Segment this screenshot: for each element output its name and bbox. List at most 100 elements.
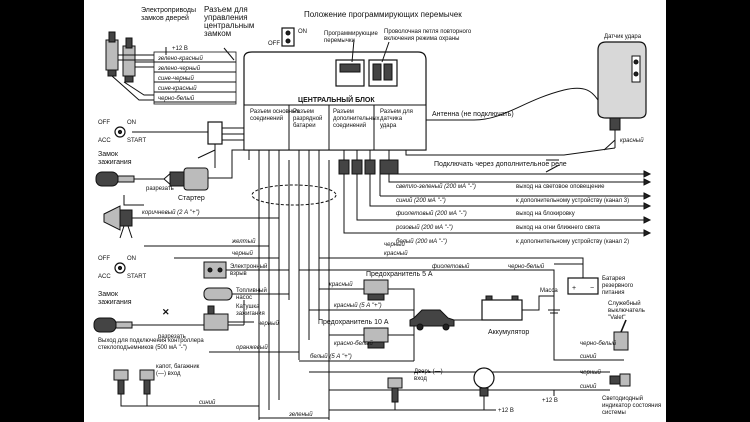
car-icon [409, 309, 455, 331]
svg-text:OFF: OFF [268, 41, 280, 47]
fuse-5a-label: Предохранитель 5 А [366, 271, 433, 278]
red-white-wire-label: красно-белый [334, 340, 373, 347]
svg-text:ON: ON [127, 120, 136, 126]
output-5-target: к дополнительному устройству (канал 2) [516, 238, 629, 245]
fuse-5a-red-label: красный [329, 281, 353, 288]
starter [169, 167, 209, 191]
output-2-target: к дополнительному устройству (канал 3) [516, 197, 629, 204]
door-actuator-right [122, 37, 136, 83]
lamp [473, 367, 495, 397]
svg-text:START: START [127, 138, 146, 144]
main-battery [481, 295, 523, 321]
central-lock-wires: зелено-красный зелено-черный сине-черный… [153, 51, 237, 105]
fuse-10a [363, 327, 389, 349]
svg-text:OFF: OFF [98, 120, 110, 126]
starter-label: Стартер [178, 195, 205, 202]
yellow-wire-label: желтый [231, 238, 256, 245]
black-white-wire-label: черно-белый [508, 263, 545, 270]
valet-switch [613, 319, 629, 351]
elec-fuse [203, 261, 227, 279]
green-wire-label: зеленый [288, 411, 313, 418]
jumper-symbol: ON OFF [268, 27, 307, 47]
output-connectors [338, 159, 399, 175]
output-5-wire: белый (200 мА "-") [396, 238, 447, 245]
cut-top-label: разрезать [146, 186, 174, 192]
svg-text:OFF: OFF [98, 256, 110, 262]
svg-text:ACC: ACC [98, 274, 111, 280]
plus12-bottom2-label: +12 В [542, 398, 558, 404]
shock-sensor-wire-label: красный [620, 137, 644, 144]
fuel-pump [203, 287, 233, 301]
cut-bottom-label: разрезать [158, 334, 186, 340]
door-switch [387, 377, 403, 403]
fuse-5a [363, 279, 389, 301]
output-3-wire: фиолетовый (200 мА "-") [396, 210, 467, 217]
battery-label: Аккумулятор [488, 329, 529, 336]
white-5a-wire-label: белый (5 А "+") [310, 353, 352, 360]
svg-text:сине-черный: сине-черный [158, 75, 194, 82]
black-wire-label: черный [232, 250, 253, 257]
door-input-label: Дверь (—)вход [414, 369, 443, 382]
orange-wire-label: оранжевый [236, 344, 268, 351]
black-backup-wire-label: черный [384, 241, 405, 248]
svg-text:черно-белый: черно-белый [158, 95, 195, 102]
black-coil-wire-label: черный [258, 320, 279, 327]
shock-sensor [597, 41, 647, 131]
output-lines [343, 170, 652, 237]
fuse-10a-label: Предохранитель 10 А [318, 319, 389, 326]
central-block-label: ЦЕНТРАЛЬНЫЙ БЛОК [298, 95, 375, 104]
plus12-top-label: +12 В [172, 46, 188, 52]
output-4-wire: розовый (200 мА "-") [395, 224, 453, 231]
jumper-position-label: Положение программирующих перемычек [304, 10, 462, 19]
svg-text:START: START [127, 274, 146, 280]
output-2-wire: синий (200 мА "-") [396, 197, 446, 204]
hood-trunk-label: капот, багажник(—) вход [156, 364, 200, 377]
hood-trunk-switches [113, 369, 155, 395]
led-wire-2-label: синий [580, 383, 597, 390]
red-backup-wire-label: красный [384, 250, 408, 257]
mass-label: Масса [540, 288, 558, 294]
backup-battery: + − [567, 277, 599, 295]
siren [103, 205, 133, 239]
output-1-wire: светло-зеленый (200 мА "-") [396, 183, 476, 190]
svg-text:+: + [572, 285, 576, 292]
door-actuator-left [105, 31, 119, 77]
svg-text:зелено-черный: зелено-черный [157, 65, 201, 72]
output-1-target: выход на световое оповещение [516, 184, 605, 190]
blue-wire-label: синий [199, 399, 216, 406]
shock-sensor-label: Датчик удара [604, 34, 642, 40]
output-4-target: выход на огни ближнего света [516, 225, 601, 231]
cut-x-mark: ✕ [162, 307, 170, 317]
svg-text:зелено-красный: зелено-красный [157, 55, 203, 62]
ignition-switch-bottom: OFF ON ACC START [98, 256, 146, 280]
relay-note: Подключать через дополнительное реле [434, 161, 567, 168]
violet-wire-label: фиолетовый [432, 263, 470, 270]
ignition-switch-top-key [95, 171, 135, 187]
svg-text:сине-красный: сине-красный [158, 85, 197, 92]
svg-text:ACC: ACC [98, 138, 111, 144]
svg-text:ON: ON [298, 29, 307, 35]
red-5a-wire-label: красный (5 А "+") [334, 302, 382, 309]
led-indicator [609, 373, 631, 387]
antenna-label: Антенна (не подключать) [432, 111, 514, 118]
ignition-switch-top: OFF ON ACC START [98, 120, 146, 144]
central-block: ЦЕНТРАЛЬНЫЙ БЛОК [243, 51, 427, 151]
